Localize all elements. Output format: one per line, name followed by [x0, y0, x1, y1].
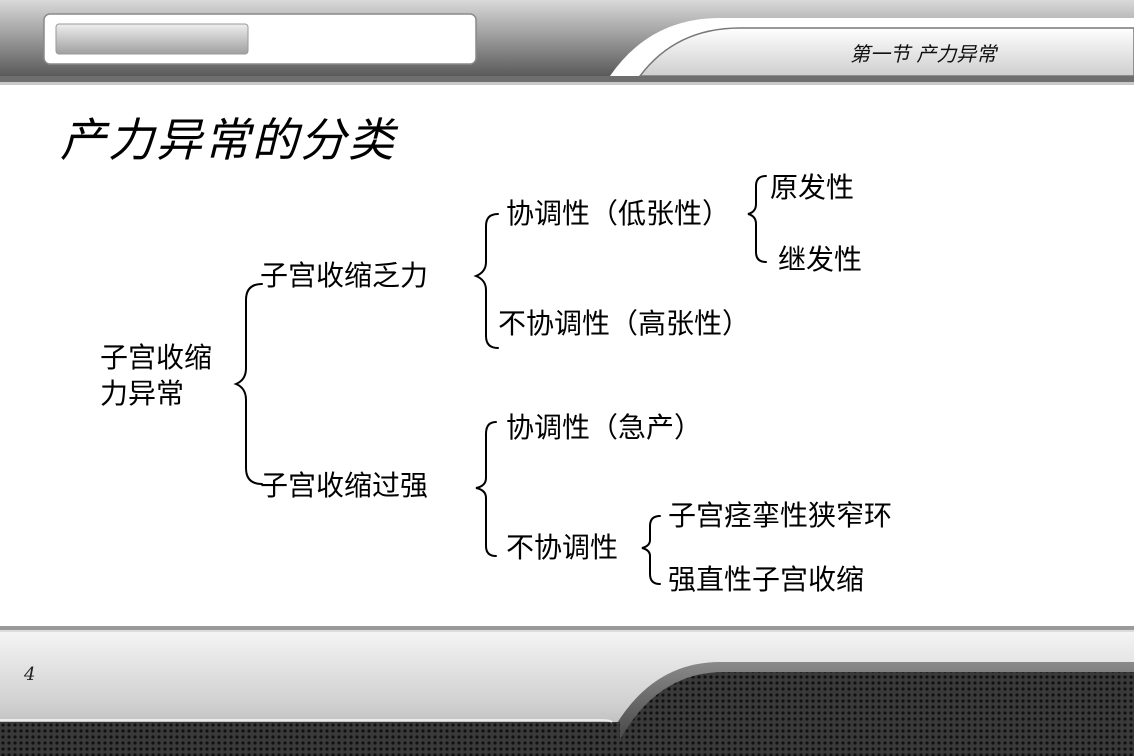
weak-uncoordinated-label: 不协调性（高张性）	[498, 307, 751, 340]
weak-contraction-label: 子宫收缩乏力	[260, 259, 429, 292]
strong-coordinated-label: 协调性（急产）	[506, 411, 703, 444]
slide-title: 产力异常的分类	[60, 113, 396, 167]
page-number: 4	[24, 664, 36, 685]
root-label-line2: 力异常	[100, 377, 185, 410]
hypotonic-brace	[747, 175, 767, 263]
slide-footer: 4	[0, 626, 1134, 756]
secondary-label: 继发性	[778, 243, 863, 276]
root-brace	[233, 283, 263, 485]
root-label-line1: 子宫收缩	[100, 341, 213, 374]
tetanic-contraction-label: 强直性子宫收缩	[668, 563, 865, 596]
tetanic-brace	[641, 515, 661, 585]
section-title: 第一节 产力异常	[850, 42, 997, 66]
primary-label: 原发性	[770, 171, 855, 204]
footer-decoration	[0, 626, 1134, 756]
constriction-ring-label: 子宫痉挛性狭窄环	[668, 499, 893, 532]
strong-contraction-label: 子宫收缩过强	[260, 469, 429, 502]
slide-header: 第一节 产力异常	[0, 0, 1134, 100]
header-decoration	[0, 0, 1134, 85]
strong-brace	[475, 421, 497, 557]
strong-uncoordinated-label: 不协调性	[506, 531, 619, 564]
weak-brace	[473, 213, 499, 349]
weak-coordinated-label: 协调性（低张性）	[506, 197, 731, 230]
